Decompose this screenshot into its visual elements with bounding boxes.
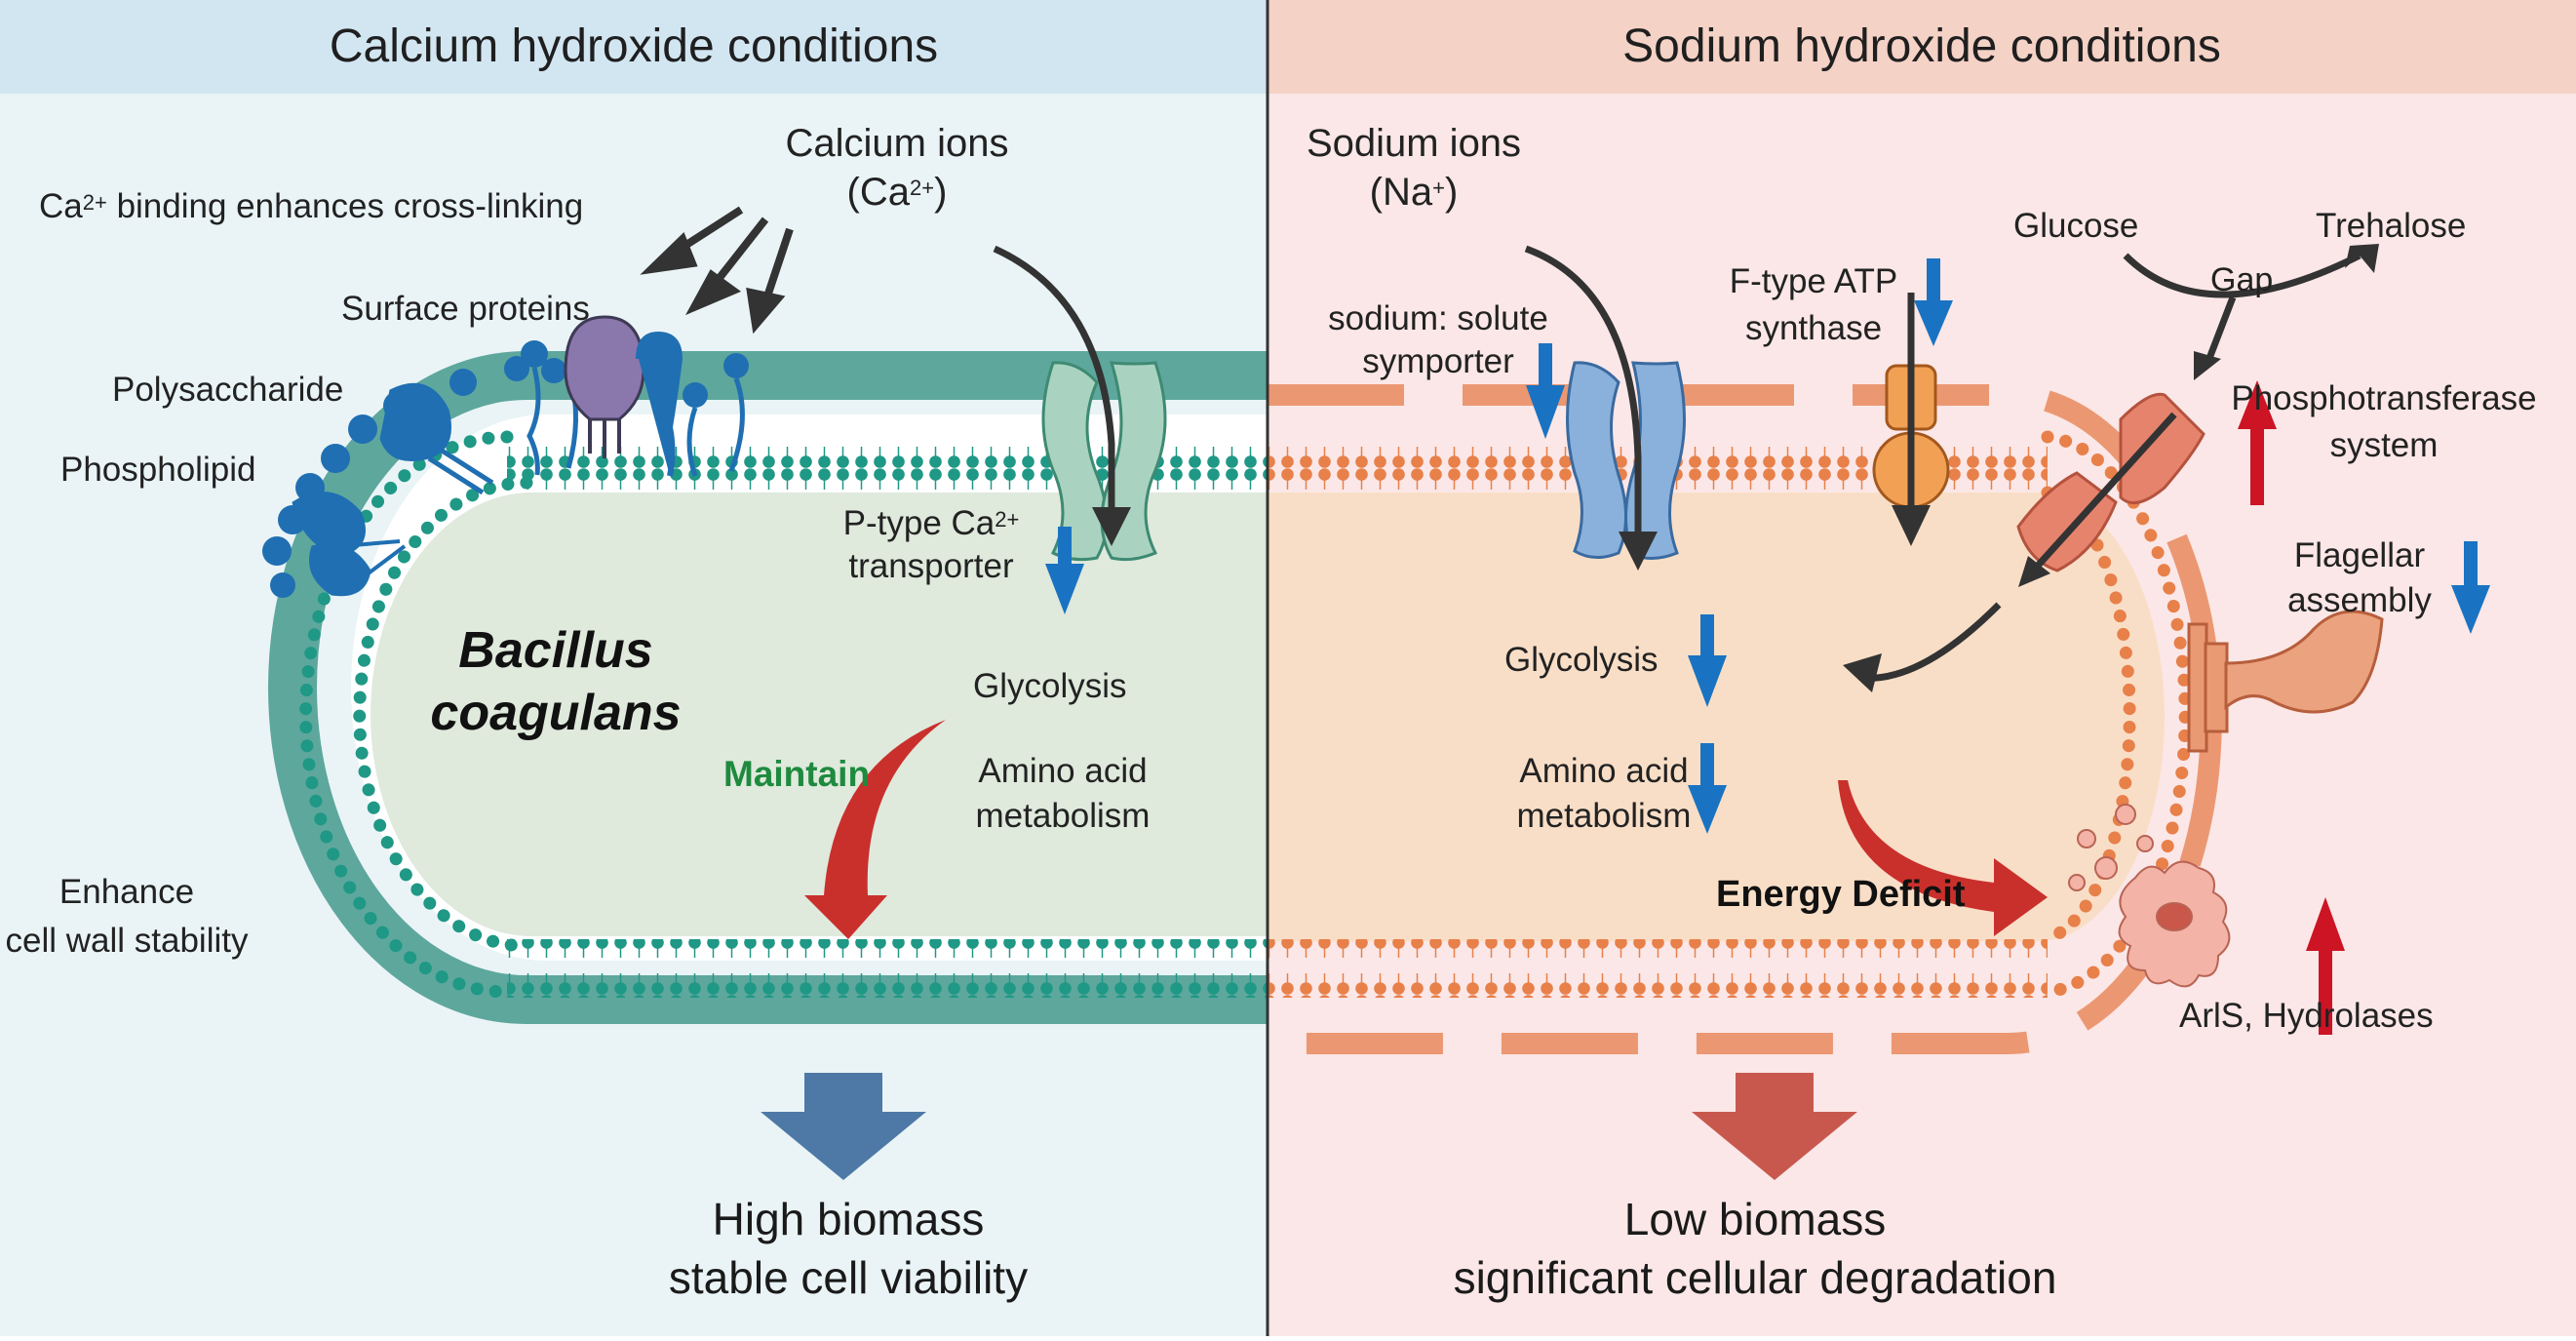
left-header-band [0,0,1268,94]
left-header-title: Calcium hydroxide conditions [329,20,939,72]
right-header-title: Sodium hydroxide conditions [1622,20,2221,72]
cell-degradation-blob [2068,804,2231,988]
right-amino-acid-label: Amino acid metabolism [1516,752,1692,835]
ca-ions-label: Calcium ions (Ca2+) [785,122,1009,214]
flagellum [2187,610,2384,753]
purple-surface-protein [564,315,645,421]
glucose-trehalose-arrow [2123,252,2361,298]
energy-deficit-arrow [1838,780,2048,936]
arls-hydrolases-label: ArlS, Hydrolases [2179,997,2434,1035]
transporter-decrease-arrow [1045,527,1084,614]
surface-proteins-label: Surface proteins [341,290,590,328]
right-outcome-label: Low biomass significant cellular degrada… [1453,1194,2057,1303]
cell-wall-stability-label: Enhance cell wall stability [5,873,249,960]
atp-synthase-label: F-type ATP synthase [1729,262,1898,347]
atp-decrease-arrow [1914,258,1953,346]
na-entry-arrow [1524,245,1642,536]
membrane-bottom-left [507,939,1268,998]
low-biomass-arrow [1692,1073,1857,1180]
glycolysis-decrease-arrow [1688,614,1727,707]
left-glycolysis-label: Glycolysis [973,667,1127,705]
symporter-decrease-arrow [1526,343,1565,439]
maintain-curved-arrow [804,720,946,939]
pts-increase-arrow [2238,380,2277,505]
right-header-band [1268,0,2576,94]
arls-increase-arrow [2306,897,2345,1035]
trehalose-label: Trehalose [2316,207,2467,245]
na-ions-label: Sodium ions (Na+) [1306,122,1522,214]
pts-pass-arrow [2035,412,2177,569]
energy-deficit-label: Energy Deficit [1716,874,1966,915]
dashed-damaged-wall [1268,384,2222,1054]
membrane-bottom-right [1268,939,2048,998]
right-glycolysis-label: Glycolysis [1504,641,1659,679]
glycolysis-input-arrow [1861,602,2002,682]
species-name: Bacillus coagulans [430,622,682,741]
ca-entry-arrow [993,245,1115,536]
left-outcome-label: High biomass stable cell viability [668,1194,1029,1303]
left-amino-acid-label: Amino acid metabolism [975,752,1151,835]
amino-decrease-arrow [1688,743,1727,834]
symporter-label: sodium: solute symporter [1328,299,1548,380]
glucose-label: Glucose [2013,207,2139,245]
flagellar-decrease-arrow [2451,541,2490,634]
phosphotransferase-transporter [2016,392,2205,572]
maintain-label: Maintain [723,754,871,794]
binding-arrows [640,206,794,335]
ca-binding-label: Ca2+ binding enhances cross-linking [39,187,584,225]
right-cytoplasm [1268,493,2165,941]
left-cell [262,206,1268,1180]
polysaccharide-label: Polysaccharide [112,371,344,409]
high-biomass-arrow [761,1073,926,1180]
left-cytoplasm [371,493,1268,936]
gap-label: Gap [2210,261,2274,298]
phosphotransferase-label: Phosphotransferase system [2231,379,2537,464]
surface-proteins [521,315,749,477]
p-type-transporter-label: P-type Ca2+ transporter [842,504,1020,585]
phospholipid-label: Phospholipid [60,451,256,489]
flagellar-assembly-label: Flagellar assembly [2287,536,2432,619]
phospholipid-proteins [292,382,494,597]
right-cell [1268,244,2490,1180]
